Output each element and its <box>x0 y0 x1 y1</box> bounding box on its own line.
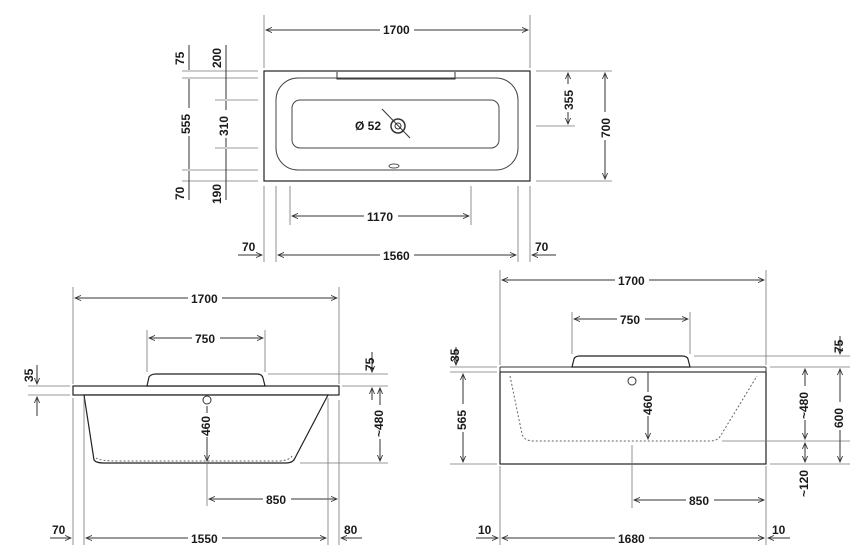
plan-overflow <box>388 163 400 169</box>
fl-headrest <box>146 373 266 387</box>
front-view-panelled: 1700 750 35 565 460 75 ~480 600 ~1 <box>448 270 850 546</box>
fl-headrest-label: 750 <box>195 332 215 346</box>
fr-headrest-label: 750 <box>620 313 640 327</box>
fr-headrest <box>571 355 691 368</box>
fl-depth-460: 460 <box>199 416 213 436</box>
fl-right-480: ~480 <box>372 410 386 437</box>
plan-left-555: 555 <box>179 114 193 134</box>
fl-left-70: 70 <box>52 523 66 537</box>
fr-right-75: 75 <box>832 339 846 353</box>
fl-rim-35: 35 <box>22 368 36 382</box>
fr-base-1680: 1680 <box>618 532 645 546</box>
plan-view: Ø 52 1700 75 200 555 310 70 190 <box>173 15 613 263</box>
fl-right-80: 80 <box>344 523 358 537</box>
plan-left-310: 310 <box>217 116 231 136</box>
plan-right-355: 355 <box>562 90 576 110</box>
plan-bottom-right-70: 70 <box>535 240 549 254</box>
plan-headrest <box>336 72 456 80</box>
plan-inner-1170: 1170 <box>367 210 393 224</box>
fr-tub-hidden <box>509 375 758 442</box>
plan-bottom-left-70: 70 <box>242 240 256 254</box>
plan-drain-label: Ø 52 <box>355 119 381 133</box>
fr-feet-120: ~120 <box>797 470 811 497</box>
plan-right-700: 700 <box>599 118 613 138</box>
plan-width-label: 1700 <box>383 23 410 37</box>
fl-tub-inner <box>95 455 293 462</box>
fr-inner-480: ~480 <box>797 392 811 419</box>
plan-bottom-1560: 1560 <box>383 249 410 263</box>
fr-drain-850: 850 <box>689 494 709 508</box>
fr-panel-565: 565 <box>455 410 469 430</box>
fr-rim-35: 35 <box>448 348 462 362</box>
fr-drain <box>627 376 637 386</box>
fr-right-10: 10 <box>772 523 786 537</box>
fl-width-label: 1700 <box>191 292 218 306</box>
plan-left-70: 70 <box>173 186 187 200</box>
fr-panel <box>499 371 767 465</box>
fr-left-10: 10 <box>478 523 492 537</box>
fl-base-1550: 1550 <box>191 532 218 546</box>
fl-rim <box>72 385 340 396</box>
plan-left-190: 190 <box>210 184 224 204</box>
fl-right-75: 75 <box>363 357 377 371</box>
fr-width-label: 1700 <box>618 274 645 288</box>
fr-depth-460: 460 <box>641 395 655 415</box>
front-view-freestanding: 1700 750 35 75 ~480 460 850 <box>22 287 388 546</box>
fr-total-600: 600 <box>832 408 846 428</box>
plan-left-200: 200 <box>210 48 224 68</box>
plan-drain-leader <box>381 108 411 139</box>
fl-drain-850: 850 <box>266 493 286 507</box>
fl-drain <box>202 395 212 405</box>
plan-left-75: 75 <box>173 51 187 65</box>
